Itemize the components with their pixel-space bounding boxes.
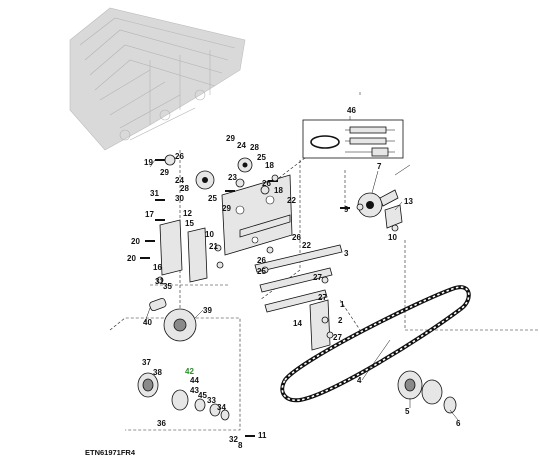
callout-10: 10 bbox=[388, 233, 397, 242]
callout-13: 13 bbox=[404, 197, 413, 206]
callout-39: 39 bbox=[203, 306, 212, 315]
callout-38: 38 bbox=[153, 368, 162, 377]
callout-43: 43 bbox=[190, 386, 199, 395]
callout-17: 17 bbox=[145, 210, 154, 219]
callout-44: 44 bbox=[190, 376, 199, 385]
callout-22: 22 bbox=[287, 196, 296, 205]
callout-20: 20 bbox=[127, 254, 136, 263]
fasteners bbox=[140, 159, 399, 437]
callout-15: 15 bbox=[185, 219, 194, 228]
drive-chain bbox=[280, 285, 471, 403]
callout-27: 27 bbox=[318, 293, 327, 302]
callout-1: 1 bbox=[340, 300, 345, 309]
callout-25: 25 bbox=[257, 153, 266, 162]
callout-7: 7 bbox=[377, 162, 382, 171]
callout-26: 26 bbox=[262, 179, 271, 188]
callout-35: 35 bbox=[163, 282, 172, 291]
callout-37: 37 bbox=[142, 358, 151, 367]
callout-25: 25 bbox=[257, 267, 266, 276]
callout-5: 5 bbox=[405, 407, 410, 416]
figure-id: ETN61971FR4 bbox=[85, 448, 136, 457]
machine-frame-outline bbox=[69, 7, 246, 151]
callout-10: 10 bbox=[205, 230, 214, 239]
callout-3: 3 bbox=[344, 249, 349, 258]
callout-42-highlighted: 42 bbox=[185, 367, 194, 376]
callout-29: 29 bbox=[160, 168, 169, 177]
callout-28: 28 bbox=[250, 143, 259, 152]
lower-left-drive bbox=[137, 298, 230, 421]
callout-27: 27 bbox=[333, 333, 342, 342]
callout-20: 20 bbox=[131, 237, 140, 246]
callout-22: 22 bbox=[302, 241, 311, 250]
callout-26: 26 bbox=[257, 256, 266, 265]
callout-18: 18 bbox=[274, 186, 283, 195]
callout-16: 16 bbox=[153, 263, 162, 272]
callout-19: 19 bbox=[144, 158, 153, 167]
callout-46: 46 bbox=[347, 106, 356, 115]
callout-4: 4 bbox=[357, 376, 362, 385]
callout-31: 31 bbox=[155, 277, 164, 286]
callout-labels: 46 7 13 10 9 19 26 29 24 28 25 18 29 24 … bbox=[127, 106, 461, 450]
callout-14: 14 bbox=[293, 319, 302, 328]
callout-18: 18 bbox=[265, 161, 274, 170]
callout-21: 21 bbox=[209, 242, 218, 251]
callout-36: 36 bbox=[157, 419, 166, 428]
lower-right-sprockets bbox=[397, 370, 457, 414]
callout-6: 6 bbox=[456, 419, 461, 428]
callout-25: 25 bbox=[208, 194, 217, 203]
upper-sprockets bbox=[164, 154, 270, 195]
callout-26: 26 bbox=[175, 152, 184, 161]
main-bracket bbox=[221, 174, 293, 256]
callout-32: 32 bbox=[229, 435, 238, 444]
callout-12: 12 bbox=[183, 209, 192, 218]
guide-rails bbox=[254, 244, 343, 351]
callout-29: 29 bbox=[226, 134, 235, 143]
callout-8: 8 bbox=[238, 441, 243, 450]
callout-23: 23 bbox=[228, 173, 237, 182]
inset-chain-link-box bbox=[302, 119, 404, 159]
callout-24: 24 bbox=[175, 176, 184, 185]
callout-27: 27 bbox=[313, 273, 322, 282]
callout-26: 26 bbox=[292, 233, 301, 242]
callout-29: 29 bbox=[222, 204, 231, 213]
callout-2: 2 bbox=[338, 316, 343, 325]
tensioner-assembly bbox=[357, 164, 411, 229]
callout-24: 24 bbox=[237, 141, 246, 150]
callout-11: 11 bbox=[258, 431, 267, 440]
callout-9: 9 bbox=[344, 205, 349, 214]
callout-28: 28 bbox=[180, 184, 189, 193]
callout-40: 40 bbox=[143, 318, 152, 327]
callout-30: 30 bbox=[175, 194, 184, 203]
left-side-plates bbox=[159, 219, 208, 283]
callout-34: 34 bbox=[217, 403, 226, 412]
callout-31: 31 bbox=[150, 189, 159, 198]
callout-leaders bbox=[144, 92, 459, 421]
callout-45: 45 bbox=[198, 391, 207, 400]
callout-33: 33 bbox=[207, 396, 216, 405]
